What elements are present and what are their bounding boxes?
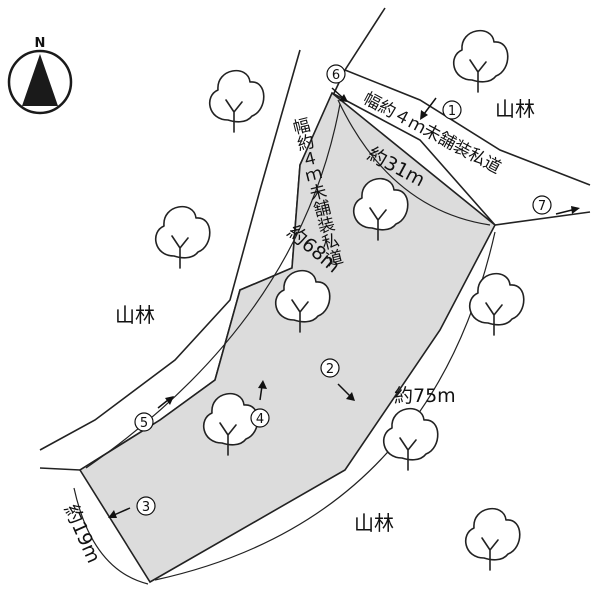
measurement-right-edge: 約75m	[394, 385, 456, 407]
tree-icon	[452, 29, 509, 93]
arrowhead-icon	[420, 110, 428, 120]
viewpoint-label: 2	[326, 362, 334, 377]
arrowhead-icon	[258, 380, 267, 389]
arrowhead-icon	[339, 94, 348, 102]
arrow-icon	[555, 209, 573, 215]
compass-needle-icon	[22, 54, 58, 106]
forest-label-south: 山林	[354, 511, 394, 535]
viewpoint-label: 6	[332, 68, 340, 83]
viewpoint-7: 7	[532, 195, 580, 215]
arrow-icon	[337, 383, 351, 397]
road-top-north-edge	[343, 7, 591, 186]
viewpoint-marker-icon	[532, 195, 552, 215]
arrow-icon	[157, 399, 169, 409]
arrow-icon	[113, 507, 131, 516]
arrowhead-icon	[571, 206, 580, 214]
compass: N	[7, 36, 73, 115]
viewpoint-marker-icon	[136, 496, 156, 516]
measurement-bottom-edge: 約19m	[59, 501, 104, 566]
viewpoint-marker-icon	[134, 412, 154, 432]
arc-bottom	[73, 487, 149, 585]
tree-icon	[352, 177, 409, 241]
viewpoint-6: 6	[326, 64, 348, 102]
viewpoint-marker-icon	[250, 408, 270, 428]
viewpoint-label: 3	[142, 500, 150, 515]
tree-icon	[468, 272, 525, 336]
forest-label-northeast: 山林	[495, 97, 535, 121]
arrowhead-icon	[346, 392, 355, 401]
tree-icon	[202, 392, 259, 456]
viewpoint-label: 4	[256, 412, 264, 427]
arc-top	[337, 99, 491, 226]
viewpoint-marker-icon	[326, 64, 346, 84]
compass-letter: N	[35, 36, 46, 51]
viewpoint-2: 2	[320, 358, 355, 401]
arrowhead-icon	[108, 510, 117, 518]
tree-icon	[274, 269, 331, 333]
road-top-south-edge	[331, 92, 591, 226]
trees	[154, 29, 525, 571]
tree-icon	[464, 507, 521, 571]
arrowhead-icon	[165, 396, 174, 405]
viewpoint-label: 1	[448, 104, 456, 119]
forest-label-west: 山林	[115, 303, 155, 327]
viewpoint-5: 5	[134, 396, 174, 432]
viewpoint-marker-icon	[320, 358, 340, 378]
viewpoint-3: 3	[108, 496, 156, 518]
road-left-west-edge	[39, 49, 301, 451]
viewpoint-marker-icon	[442, 100, 462, 120]
arrow-icon	[331, 87, 343, 98]
tree-icon	[382, 407, 439, 471]
tree-icon	[208, 69, 265, 133]
arrow-icon	[423, 97, 437, 115]
viewpoint-4: 4	[250, 380, 270, 428]
viewpoint-1: 1	[420, 97, 462, 120]
tree-icon	[154, 205, 211, 269]
viewpoint-label: 5	[140, 416, 148, 431]
viewpoint-label: 7	[538, 199, 546, 214]
